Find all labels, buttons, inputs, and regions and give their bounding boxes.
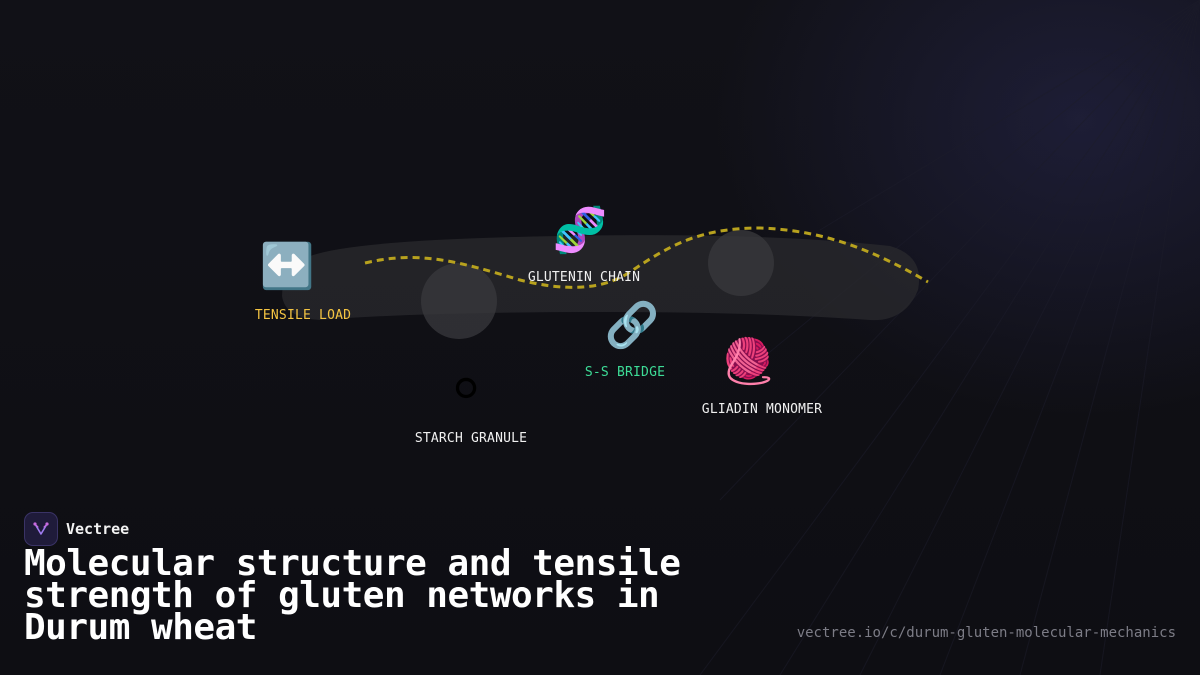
node-label-ss-bridge: S-S BRIDGE	[584, 365, 666, 380]
page-title: Molecular structure and tensile strength…	[24, 543, 681, 648]
node-label-glutenin-chain: GLUTENIN CHAIN	[527, 270, 641, 285]
glutenin-chain-path	[364, 226, 929, 289]
node-label-starch-granule: STARCH GRANULE	[414, 431, 528, 446]
dna-icon: 🧬	[552, 205, 608, 256]
node-label-tensile-load: TENSILE LOAD	[254, 308, 352, 323]
yarn-ball-icon: 🧶	[720, 336, 776, 387]
starch-node-disc	[421, 263, 497, 339]
left-right-arrow-icon: ↔️	[259, 241, 315, 292]
node-label-gliadin-monomer: GLIADIN MONOMER	[701, 402, 823, 417]
gliadin-node-disc	[708, 230, 774, 296]
brand-name: Vectree	[66, 520, 130, 538]
brand: Vectree	[24, 512, 129, 546]
vectree-logo-icon	[24, 512, 58, 546]
link-icon: 🔗	[604, 300, 660, 351]
source-url[interactable]: vectree.io/c/durum-gluten-molecular-mech…	[796, 625, 1176, 641]
white-circle-icon: ⚪	[447, 364, 485, 415]
